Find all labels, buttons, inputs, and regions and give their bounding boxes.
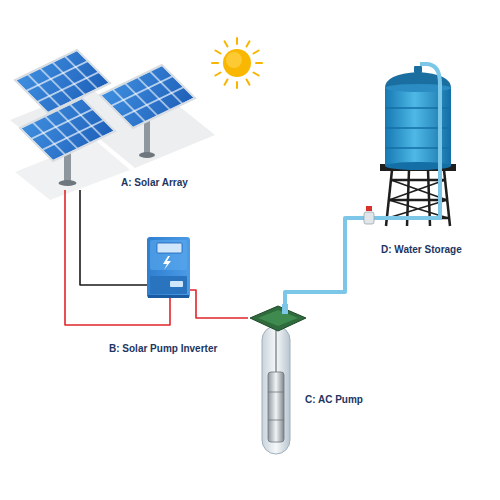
label-holder: D: Water Storage [380, 239, 463, 257]
dc-wire-negative [80, 190, 147, 285]
part-label: C: AC Pump [304, 394, 364, 405]
label-holder: B: Solar Pump Inverter [108, 338, 218, 356]
inverter [147, 237, 190, 298]
pump-node: C: AC Pump [248, 306, 308, 456]
pump-well [250, 304, 306, 454]
label-holder: C: AC Pump [304, 389, 364, 407]
part-label: D: Water Storage [380, 244, 463, 255]
water-tower [360, 64, 456, 226]
solar-array-node: A: Solar Array [15, 45, 215, 190]
inverter-node: B: Solar Pump Inverter [147, 237, 190, 298]
part-label: B: Solar Pump Inverter [108, 343, 218, 354]
solar-array [10, 50, 215, 200]
ac-wire [190, 290, 248, 318]
label-holder: A: Solar Array [120, 172, 189, 190]
part-label: A: Solar Array [120, 177, 189, 188]
water-storage-node: D: Water Storage [360, 62, 458, 226]
sun [212, 38, 262, 88]
dc-wire-positive [65, 190, 170, 325]
water-pipe [285, 218, 360, 306]
